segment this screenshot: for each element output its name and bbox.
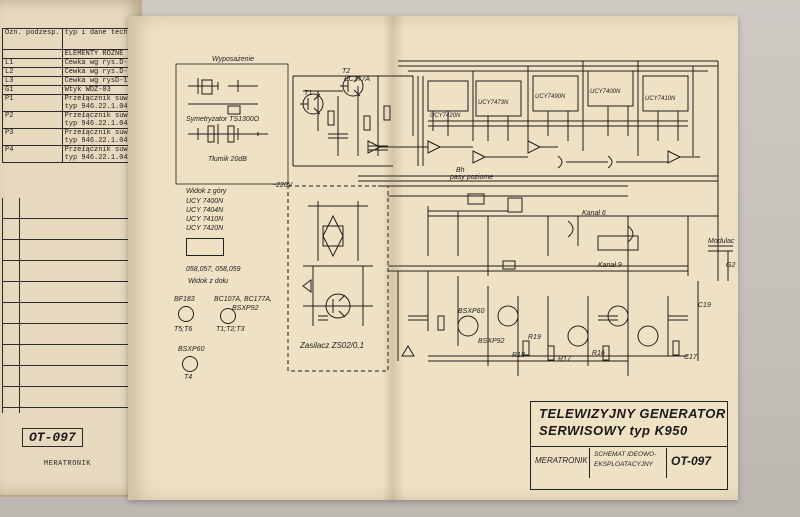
label-bc107a: BC107A, BC177A, xyxy=(214,296,272,303)
table-cell-ref: P3 xyxy=(2,128,63,146)
title-block: TELEWIZYJNY GENERATOR SERWISOWY typ K950… xyxy=(530,401,728,490)
label-ucy: UCY 7420N xyxy=(186,225,224,232)
label-voltage: ~220V xyxy=(272,182,293,189)
label-symetryzator: Symetryzator TS1300Ω xyxy=(186,116,260,123)
label-wyposazenie: Wyposażenie xyxy=(212,56,255,63)
label-widok-gory: Widok z góry xyxy=(186,188,227,195)
left-page: Ozn. podzesp. typ i dane techniczne ELEM… xyxy=(0,0,161,497)
table-header-ref: Ozn. podzesp. xyxy=(2,28,63,50)
label-modulacja: Modulac xyxy=(708,238,735,245)
table-cell-ref: P1 xyxy=(2,94,63,112)
label-bh: Bh xyxy=(456,167,465,174)
table-cell-ref: L2 xyxy=(2,67,63,77)
table-cell-ref: L1 xyxy=(2,58,63,68)
label-tlumik: Tłumik 20dB xyxy=(208,156,247,163)
ic-package-icon xyxy=(186,238,224,256)
label-r18: R18 xyxy=(512,352,525,359)
transistor-pinout-icon xyxy=(178,306,194,322)
subtitle-box: SCHEMAT IDEOWO- EKSPLOATACYJNY xyxy=(589,448,667,478)
table-cell-ref: P4 xyxy=(2,145,63,163)
label-kanal6: Kanał 6 xyxy=(582,210,606,217)
table-cell-ref: P2 xyxy=(2,111,63,129)
label-r16: R16 xyxy=(592,350,605,357)
label-bsxp60: BSXP60 xyxy=(178,346,205,353)
label-bc177a: BC177A xyxy=(344,76,371,83)
document-code-main: OT-097 xyxy=(671,454,712,468)
label-chips: 058,057, 058,059 xyxy=(186,266,241,273)
label-ucy: UCY 7410N xyxy=(186,216,224,223)
label-c19: C19 xyxy=(698,302,711,309)
label-t1t2t3: T1;T2;T3 xyxy=(216,326,245,333)
label-t2: T2 xyxy=(342,68,351,75)
label-bsxp60-b: BSXP60 xyxy=(458,308,485,315)
brand-main: MERATRONIK xyxy=(535,456,588,465)
title-line-2: SERWISOWY typ K950 xyxy=(539,423,688,438)
label-paski: pasy poziome xyxy=(450,174,494,181)
label-r17: R17 xyxy=(558,356,571,363)
schematic-page: Wyposażenie Symetryzator TS1300Ω Tłumik … xyxy=(128,16,738,500)
label-bf183: BF183 xyxy=(174,296,195,303)
label-t4: T4 xyxy=(184,374,193,381)
label-c17: C17 xyxy=(684,354,697,361)
label-zasilacz: Zasilacz ZS02/0,1 xyxy=(300,341,365,350)
label-r19: R19 xyxy=(528,334,541,341)
label-g2: G2 xyxy=(726,262,736,269)
table-cell-ref: L3 xyxy=(2,76,63,86)
label-t5t6: T5;T6 xyxy=(174,326,193,333)
empty-table-rows xyxy=(2,198,132,413)
title-divider xyxy=(531,446,727,447)
label-bsxp92-b: BSXP92 xyxy=(478,338,505,345)
label-kanal9: Kanał 9 xyxy=(598,262,622,269)
subtitle-line-2: EKSPLOATACYJNY xyxy=(594,461,653,468)
label-ic-2: UCY7473N xyxy=(478,100,509,106)
label-widok-dolu: Widok z dołu xyxy=(188,278,229,285)
table-cell-ref: G1 xyxy=(2,85,63,95)
label-t1: T1 xyxy=(304,90,313,97)
brand-left: MERATRONIK xyxy=(44,460,92,468)
table-cell-ref xyxy=(2,49,63,59)
transistor-pinout-icon xyxy=(220,308,236,324)
label-ic-4: UCY7400N xyxy=(590,89,621,95)
label-ucy: UCY 7404N xyxy=(186,207,224,214)
circuit-schematic xyxy=(175,60,733,376)
label-ic-3: UCY7490N xyxy=(535,94,566,100)
subtitle-line-1: SCHEMAT IDEOWO- xyxy=(594,451,657,458)
label-ucy: UCY 7400N xyxy=(186,198,224,205)
label-bsxp92: BSXP92 xyxy=(232,305,259,312)
label-ic-5: UCY7410N xyxy=(645,96,676,102)
title-line-1: TELEWIZYJNY GENERATOR xyxy=(539,406,726,421)
label-ic-1: UCY7420N xyxy=(430,113,461,119)
transistor-pinout-icon xyxy=(182,356,198,372)
document-code-left: OT-097 xyxy=(22,428,83,447)
